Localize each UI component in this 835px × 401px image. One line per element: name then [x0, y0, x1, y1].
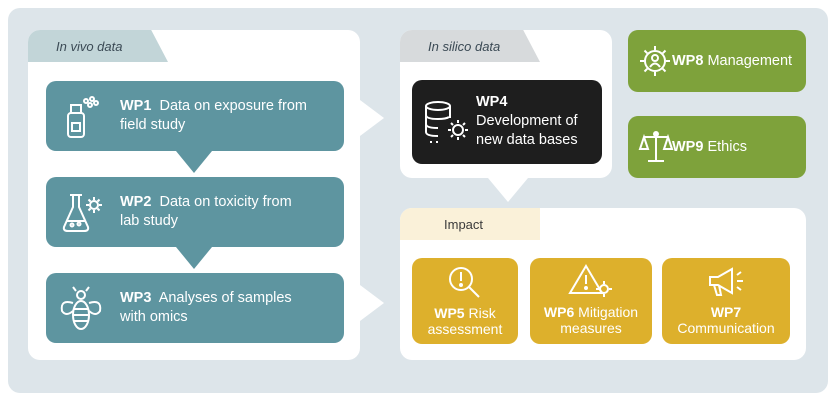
wp2-box: WP2 Data on toxicity from lab study [46, 177, 344, 247]
wp3-code: WP3 [120, 290, 152, 306]
impact-label: Impact [400, 208, 540, 240]
wp4-box: WP4 Development of new data bases [412, 80, 602, 164]
in-vivo-label: In vivo data [28, 30, 168, 62]
wp3-text2: with omics [120, 309, 188, 325]
wp6-text2: measures [560, 319, 622, 336]
wp8-box: WP8 Management [628, 30, 806, 92]
wp1-text2: field study [120, 117, 186, 133]
gear-person-icon [638, 44, 672, 78]
wp7-text2: Communication [677, 319, 775, 336]
spray-bottle-icon [60, 93, 100, 141]
scales-icon [638, 129, 674, 165]
wp3-text: Analyses of samples [158, 290, 292, 306]
wp2-text2: lab study [120, 213, 179, 229]
megaphone-icon [706, 265, 746, 304]
wp2-text: Data on toxicity from [159, 194, 292, 210]
risk-magnifier-icon [445, 264, 485, 305]
wp6-code: WP6 [543, 303, 575, 320]
wp5-text: Risk [468, 304, 496, 321]
arrow-silico-to-impact [488, 178, 528, 202]
wp5-text2: assessment [427, 320, 503, 337]
wp7-code: WP7 [710, 303, 742, 320]
warning-gear-icon [568, 263, 614, 304]
wp5-code: WP5 [434, 304, 465, 321]
wp5-box: WP5 Risk assessment [412, 258, 518, 344]
flask-icon [60, 191, 104, 235]
wp4-text: Development of [476, 113, 578, 129]
wp6-text: Mitigation [578, 303, 639, 320]
wp4-text2: new data bases [476, 132, 578, 148]
arrow-wp1-to-wp2 [176, 151, 212, 173]
wp9-code: WP9 [672, 139, 704, 155]
arrow-vivo-to-impact [360, 285, 384, 321]
wp8-text: Management [707, 53, 793, 69]
wp9-text: Ethics [707, 139, 747, 155]
wp1-text: Data on exposure from [159, 98, 307, 114]
wp3-box: WP3 Analyses of samples with omics [46, 273, 344, 343]
wp4-code: WP4 [476, 94, 508, 110]
database-gear-icon [422, 98, 472, 146]
wp8-code: WP8 [672, 53, 704, 69]
wp7-box: WP7 Communication [662, 258, 790, 344]
wp9-box: WP9 Ethics [628, 116, 806, 178]
wp1-code: WP1 [120, 98, 152, 114]
in-silico-label: In silico data [400, 30, 540, 62]
wp1-box: WP1 Data on exposure from field study [46, 81, 344, 151]
bee-icon [58, 285, 104, 333]
wp2-code: WP2 [120, 194, 152, 210]
arrow-wp2-to-wp3 [176, 247, 212, 269]
arrow-vivo-to-silico [360, 100, 384, 136]
wp6-box: WP6 Mitigation measures [530, 258, 652, 344]
